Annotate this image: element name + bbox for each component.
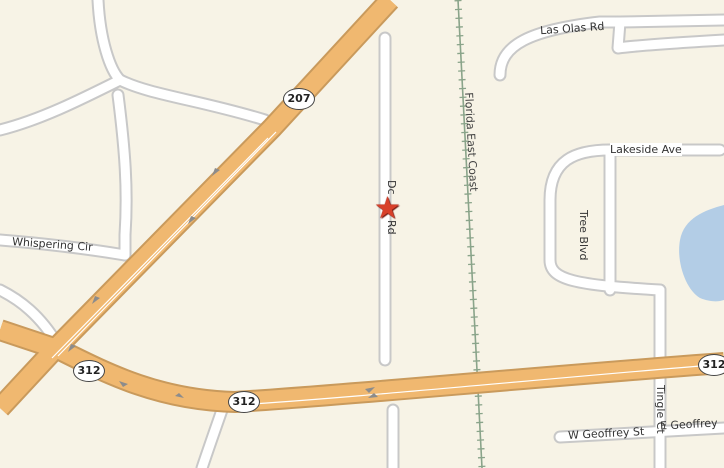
road-las-olas-east (615, 15, 724, 27)
star-icon[interactable]: ★ (374, 191, 401, 226)
route-shield-312-left: 312 (73, 360, 105, 382)
arrow-marker (188, 216, 196, 224)
route-shield-312-right: 312 (698, 354, 724, 376)
highway-312 (0, 321, 724, 411)
label-tree-blvd: Tree Blvd (577, 210, 590, 261)
arrow-marker (212, 168, 220, 176)
highway-207 (0, 0, 397, 415)
road-lakeside-loop (545, 145, 665, 295)
road-las-olas (495, 17, 724, 80)
arrow-marker (368, 393, 378, 398)
label-lakeside-ave: Lakeside Ave (610, 143, 682, 156)
road-west-loop (113, 90, 131, 260)
road-south-stub (197, 405, 227, 468)
road-geoffrey-st (555, 423, 724, 442)
arrow-marker (92, 296, 100, 304)
arrow-marker (175, 393, 184, 398)
road-whispering-cir (0, 235, 130, 260)
arrow-marker (365, 387, 375, 393)
arrow-marker (68, 344, 76, 352)
railway-florida-east-coast (454, 0, 486, 468)
route-shield-312-center: 312 (228, 391, 260, 413)
lake (679, 205, 724, 302)
route-shield-207: 207 (283, 88, 315, 110)
road-west-branch (0, 75, 125, 135)
arrow-marker (119, 381, 128, 387)
